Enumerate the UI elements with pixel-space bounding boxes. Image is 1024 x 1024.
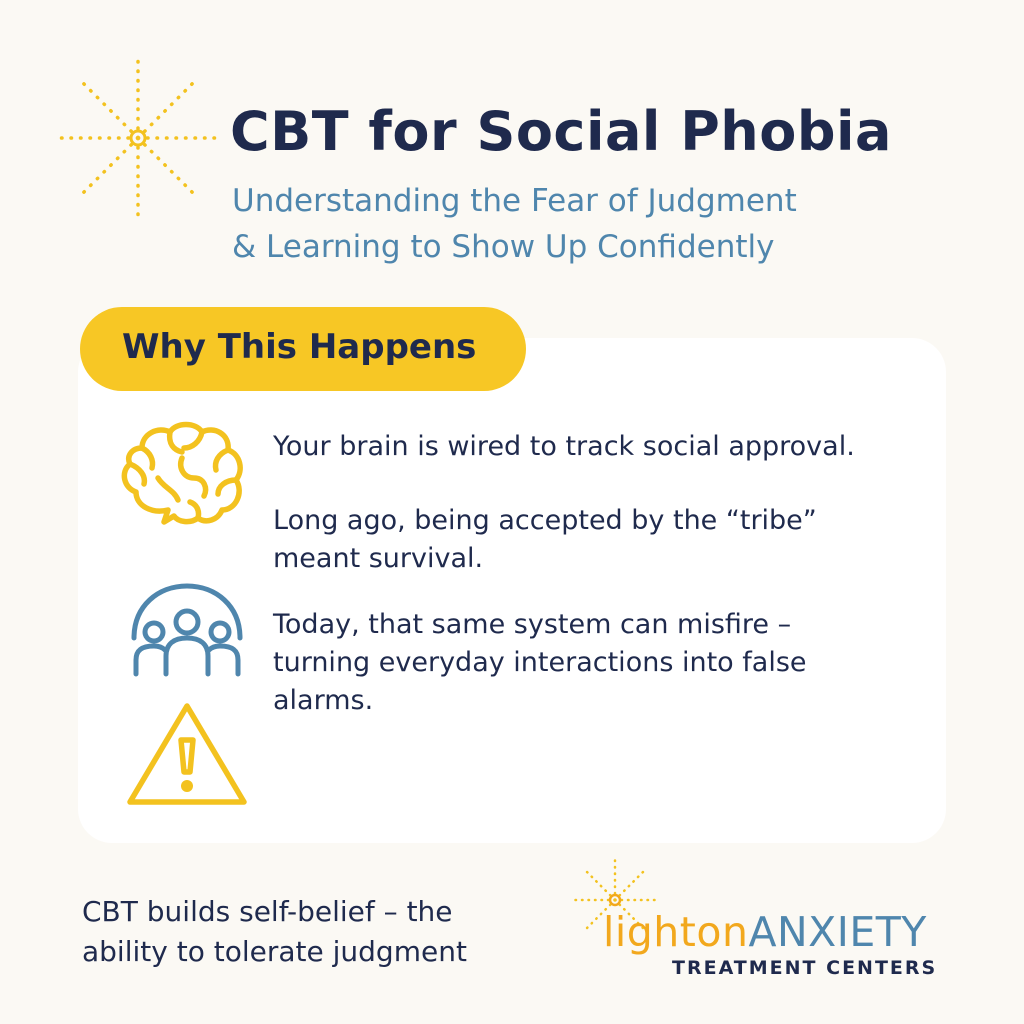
footer-line-1: CBT builds self-belief – the [82,895,453,928]
logo-part-1: lighton [603,908,749,956]
page-title: CBT for Social Phobia [230,100,892,163]
section-label-pill [80,307,526,391]
subtitle-line-1: Understanding the Fear of Judgment [232,183,797,219]
page-subtitle: Understanding the Fear of Judgment & Lea… [232,178,797,270]
warning-icon [127,703,247,805]
group-icon [131,583,243,677]
brain-icon [121,421,243,525]
logo-wordmark: lightonANXIETY [603,908,927,956]
paragraph-1: Your brain is wired to track social appr… [273,431,855,462]
footer-line-2: ability to tolerate judgment [82,935,467,968]
logo-sunburst-icon [570,855,660,933]
paragraph-3: Today, that same system can misfire – tu… [273,609,807,716]
logo-part-2: ANXIETY [748,908,927,956]
footer-tagline: CBT builds self-belief – the ability to … [82,892,467,972]
sunburst-icon [54,58,222,220]
subtitle-line-2: & Learning to Show Up Confidently [232,229,775,265]
section-label: Why This Happens [122,327,477,367]
info-card [78,338,946,843]
paragraph-2: Long ago, being accepted by the “tribe” … [273,505,817,574]
logo-subtitle: TREATMENT CENTERS [672,957,938,979]
